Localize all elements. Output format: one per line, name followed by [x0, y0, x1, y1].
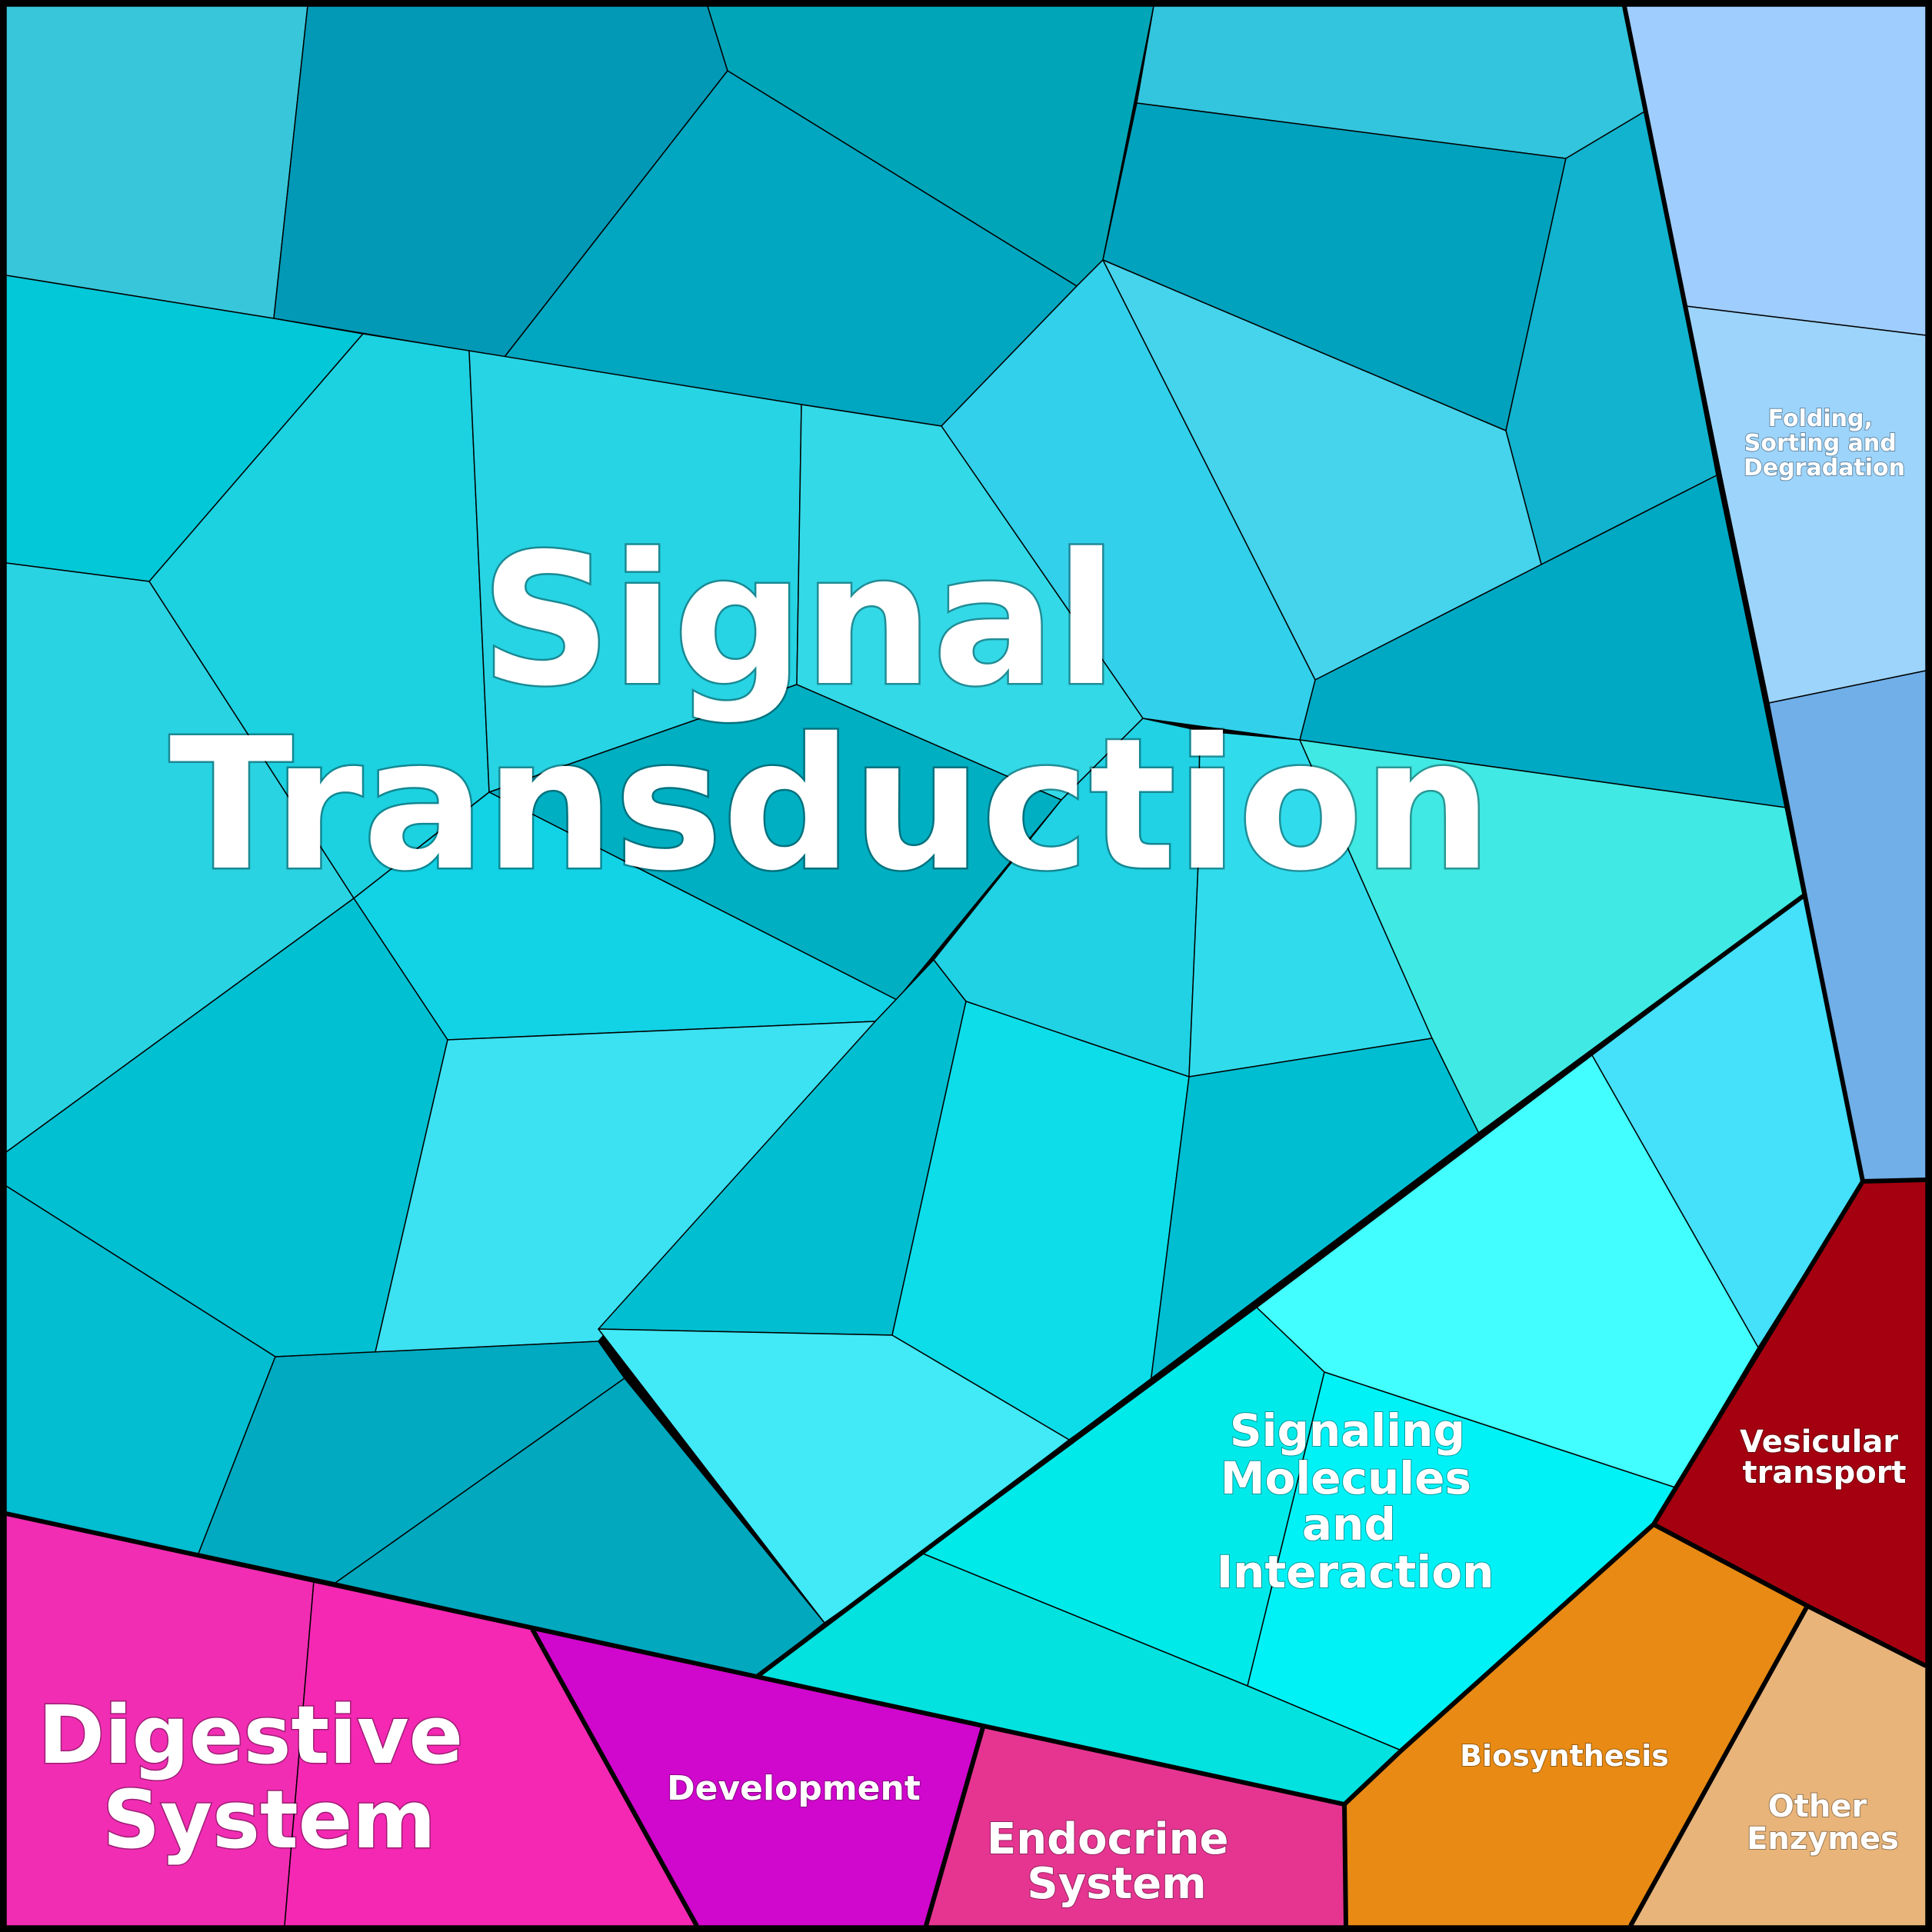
st-cell-1[interactable] [5, 5, 308, 319]
label-biosynthesis-line-1: Biosynthesis [1460, 1739, 1669, 1773]
label-development: Development [667, 1769, 921, 1808]
label-signal-transduction-line-1: Signal [481, 515, 1118, 726]
region-folding[interactable] [1624, 5, 1927, 1182]
label-development-line-1: Development [667, 1769, 921, 1808]
label-endocrine-line-1: Endocrine [987, 1814, 1229, 1864]
label-signaling-line-2: Molecules [1221, 1452, 1471, 1504]
label-vesicular-line-1: Vesicular [1740, 1424, 1898, 1460]
label-folding: Folding, Sorting and Degradation [1744, 405, 1905, 481]
region-signaling-molecules[interactable] [756, 1054, 1759, 1805]
label-signaling-molecules: Signaling Molecules and Interaction [1217, 1404, 1494, 1598]
label-other-enzymes-line-2: Enzymes [1747, 1821, 1899, 1857]
label-signaling-line-4: Interaction [1217, 1546, 1494, 1598]
label-signal-transduction: Signal Transduction [169, 515, 1492, 911]
label-folding-line-1: Folding, [1768, 405, 1873, 432]
label-signal-transduction-line-2: Transduction [169, 699, 1492, 911]
label-other-enzymes-line-1: Other [1768, 1789, 1867, 1824]
label-endocrine-line-2: System [1027, 1859, 1206, 1909]
label-digestive-line-2: System [102, 1773, 435, 1867]
label-folding-line-3: Degradation [1744, 455, 1905, 481]
region-signal-transduction[interactable] [5, 5, 1864, 1677]
label-other-enzymes: Other Enzymes [1747, 1789, 1899, 1857]
region-digestive-system[interactable] [5, 1513, 698, 1927]
label-signaling-line-1: Signaling [1230, 1404, 1465, 1457]
label-folding-line-2: Sorting and [1744, 430, 1897, 457]
region-labels: Signal Transduction Folding, Sorting and… [37, 405, 1909, 1910]
label-digestive-line-1: Digestive [38, 1688, 464, 1782]
label-signaling-line-3: and [1302, 1498, 1396, 1551]
label-vesicular-line-2: transport [1742, 1455, 1906, 1491]
label-endocrine-system: Endocrine System [987, 1814, 1244, 1909]
label-vesicular-transport: Vesicular transport [1740, 1424, 1909, 1491]
label-digestive-system: Digestive System [38, 1688, 491, 1867]
label-biosynthesis: Biosynthesis [1460, 1739, 1669, 1773]
